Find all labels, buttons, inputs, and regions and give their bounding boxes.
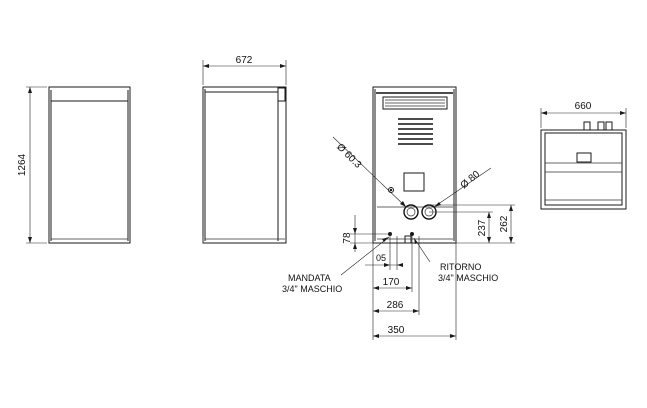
height-dimension: 1264 (17, 86, 47, 244)
rear-extension-lines (372, 236, 457, 340)
dim-78-label: 78 (342, 232, 353, 244)
top-hopper-lid (576, 152, 592, 163)
dim-286-label: 286 (387, 300, 404, 311)
mandata-connection (388, 232, 392, 236)
dim-depth-label: 672 (236, 55, 253, 66)
dim-05-label: 05 (376, 253, 386, 263)
ritorno-sub-label: 3/4" MASCHIO (438, 273, 498, 283)
dim-dia-flue-label: Ø 80 (459, 169, 483, 192)
dim-170-label: 170 (383, 277, 400, 288)
connection-leaders (340, 236, 431, 276)
rear-height-dimensions: 237 262 (429, 204, 515, 244)
dim-237-label: 237 (477, 219, 488, 236)
rear-height-78: 78 (342, 215, 389, 252)
rear-view (372, 86, 457, 244)
front-body (48, 86, 131, 244)
dim-dia-air-label: Ø 60.3 (334, 142, 363, 171)
mandata-label: MANDATA (288, 273, 331, 283)
side-body (202, 86, 287, 244)
mandata-sub-label: 3/4" MASCHIO (282, 284, 342, 294)
front-view (48, 86, 131, 244)
dim-262-label: 262 (499, 215, 510, 232)
side-view (202, 86, 287, 244)
dim-height-label: 1264 (17, 153, 28, 176)
depth-dimension: 672 (202, 55, 287, 85)
top-body (540, 129, 627, 210)
diameter-leaders: Ø 60.3 Ø 80 (332, 136, 492, 208)
rear-vent-grille (398, 118, 433, 145)
top-view: 660 (540, 101, 627, 210)
rear-inspection-plate (403, 172, 425, 192)
dim-350-label: 350 (388, 325, 405, 336)
ritorno-label: RITORNO (440, 262, 481, 272)
rear-body (372, 86, 457, 244)
rear-width-dimensions: 05 170 286 350 (365, 253, 456, 338)
rear-top-panel (382, 96, 448, 110)
side-rear-tab (277, 87, 286, 102)
dim-width-label: 660 (575, 101, 592, 112)
air-inlet-pipe (403, 204, 419, 220)
ritorno-connection (410, 232, 414, 236)
